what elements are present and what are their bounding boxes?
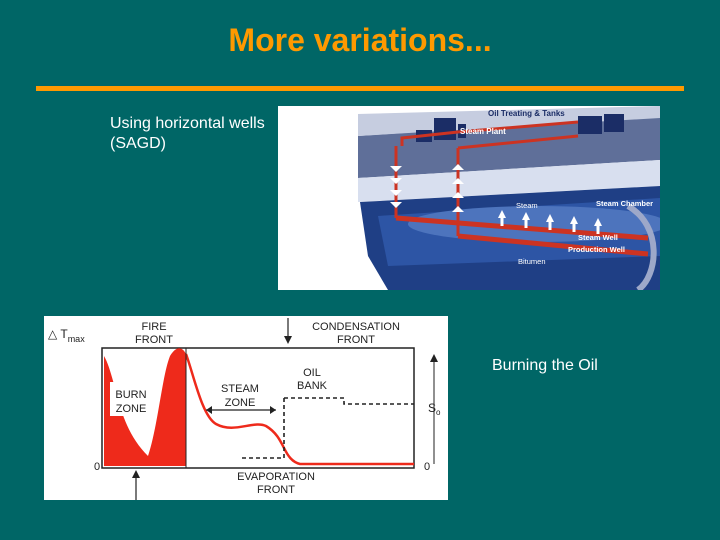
- upper-layer: [358, 160, 660, 202]
- evaporation-arrowhead: [132, 470, 140, 478]
- label-fire-front-1: FIRE: [141, 321, 166, 333]
- steam-well-horizontal: [395, 215, 649, 241]
- label-production-well: Production Well: [568, 245, 625, 254]
- oil-saturation-line: [284, 397, 414, 405]
- label-oil-treating: Oil Treating & Tanks: [488, 109, 565, 118]
- label-zero-left: 0: [94, 461, 100, 473]
- label-condensation-2: FRONT: [337, 334, 375, 346]
- evaporation-dashed: [240, 398, 285, 459]
- label-so: So: [428, 401, 441, 417]
- surface-top: [358, 106, 660, 136]
- label-delta-t: △ Tmax: [48, 327, 85, 344]
- so-arrowhead: [430, 354, 438, 362]
- slide-title: More variations...: [228, 22, 492, 58]
- label-steam-chamber: Steam Chamber: [596, 199, 653, 208]
- production-well-horizontal: [457, 233, 649, 257]
- label-evaporation-1: EVAPORATION: [237, 471, 315, 483]
- label-evaporation-2: FRONT: [257, 484, 295, 496]
- label-steam-well: Steam Well: [578, 233, 618, 242]
- tank-1: [578, 116, 602, 134]
- sagd-caption: Using horizontal wells (SAGD): [110, 115, 265, 152]
- label-steam-zone-2: ZONE: [225, 397, 256, 409]
- label-oil-bank-2: BANK: [297, 380, 328, 392]
- label-steam: Steam: [516, 201, 538, 210]
- building-2: [434, 118, 456, 140]
- label-steam-zone-1: STEAM: [221, 383, 259, 395]
- sagd-diagram: Oil Treating & Tanks Steam Plant Steam S…: [278, 106, 660, 290]
- tank-2: [604, 114, 624, 132]
- temperature-curve: [184, 353, 414, 466]
- label-burn-zone-2: ZONE: [116, 403, 147, 415]
- label-bitumen: Bitumen: [518, 257, 546, 266]
- label-burn-zone-1: BURN: [115, 389, 146, 401]
- condensation-arrowhead: [284, 336, 292, 344]
- fire-peak-fill: [148, 348, 186, 466]
- combustion-diagram-svg: △ Tmax FIRE FRONT CONDENSATION FRONT OIL…: [48, 318, 441, 500]
- label-fire-front-2: FRONT: [135, 334, 173, 346]
- plot-frame: [101, 347, 415, 469]
- sagd-diagram-svg: Oil Treating & Tanks Steam Plant Steam S…: [358, 106, 660, 290]
- pipe-mid: [457, 134, 579, 150]
- steam-zone-arrowhead-left: [206, 406, 212, 414]
- label-condensation-1: CONDENSATION: [312, 321, 400, 333]
- reservoir-edge: [626, 203, 657, 290]
- steam-arrows: [498, 210, 602, 234]
- pipe-top: [400, 120, 579, 146]
- vertical-flow-arrows: [390, 164, 464, 212]
- label-oil-bank-1: OIL: [303, 367, 321, 379]
- burn-caption: Burning the Oil: [492, 357, 598, 374]
- steam-zone-arrowhead-right: [270, 406, 276, 414]
- label-zero-right: 0: [424, 461, 430, 473]
- combustion-diagram: △ Tmax FIRE FRONT CONDENSATION FRONT OIL…: [44, 316, 448, 500]
- label-steam-plant: Steam Plant: [460, 127, 506, 136]
- burn-zone-box: [110, 382, 152, 416]
- title-divider: [36, 86, 684, 91]
- burn-zone-fill: [104, 356, 148, 466]
